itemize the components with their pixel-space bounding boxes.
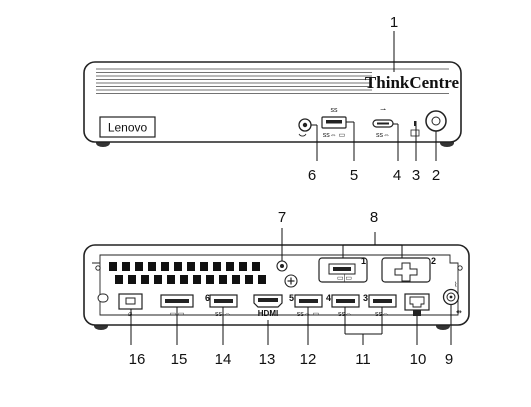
- callout-2: 2: [432, 167, 440, 184]
- rear-leaders: [130, 228, 452, 345]
- callout-3: 3: [412, 167, 420, 184]
- callout-7: 7: [278, 209, 286, 226]
- callout-16: 16: [129, 351, 146, 368]
- lenovo-badge: [99, 116, 156, 138]
- callout-15: 15: [171, 351, 188, 368]
- optional-mark-1: 1: [361, 256, 366, 266]
- port-mark-4: 4: [326, 293, 331, 303]
- callout-8: 8: [370, 209, 378, 226]
- callout-11: 11: [355, 351, 371, 368]
- usb-charge-icon: ss⇔ ▭: [323, 132, 346, 139]
- power-connector: [118, 293, 143, 310]
- thinkcentre-logo: ThinkCentre: [365, 73, 460, 92]
- storage-icon: [410, 129, 420, 137]
- port-mark-3: 3: [363, 293, 368, 303]
- logo-backdrop: [372, 72, 454, 92]
- usb-ss-icon: ss: [331, 107, 339, 114]
- callout-9: 9: [445, 351, 453, 368]
- antenna-mark-icon: ⇹: [456, 309, 462, 316]
- headset-icon: [298, 133, 307, 137]
- port-mark-5: 5: [289, 293, 294, 303]
- power-button-icon: [431, 116, 441, 126]
- antenna-icon: ⌇: [454, 281, 457, 289]
- usb-c-icon: ⇀: [380, 107, 386, 114]
- front-view: ThinkCentre Lenovo ss ss⇔ ▭ ⇀ ss⇔: [83, 14, 462, 184]
- rear-vent-grid: [109, 262, 266, 284]
- front-leaders: [311, 31, 437, 161]
- security-slot: [97, 293, 109, 303]
- ethernet-icon: [413, 310, 421, 316]
- callout-4: 4: [393, 167, 401, 184]
- callout-13: 13: [259, 351, 276, 368]
- callout-5: 5: [350, 167, 358, 184]
- callout-14: 14: [215, 351, 232, 368]
- callout-6: 6: [308, 167, 316, 184]
- power-icon: ⌀: [128, 311, 132, 318]
- callout-12: 12: [300, 351, 317, 368]
- cover-plate-icon: [394, 262, 418, 282]
- usb-ss-c-icon: ss⇔: [376, 132, 390, 139]
- lenovo-logo: Lenovo: [108, 121, 148, 135]
- activity-indicator: [414, 121, 417, 126]
- optional-mark-2: 2: [431, 256, 436, 266]
- hdmi-logo: HDMI: [258, 309, 278, 318]
- front-chassis: [83, 61, 462, 143]
- rear-view: ▭|▭ 1 2 ⌀ ▭|▭ 6 ss ⇔ HDMI 5 ss⇔ ▭ 4 ss: [83, 209, 470, 368]
- rear-plate: [92, 254, 459, 316]
- displayport-icon: ▭|▭: [337, 275, 352, 282]
- callout-1: 1: [390, 14, 398, 31]
- callout-10: 10: [410, 351, 427, 368]
- port-mark-6: 6: [205, 293, 210, 303]
